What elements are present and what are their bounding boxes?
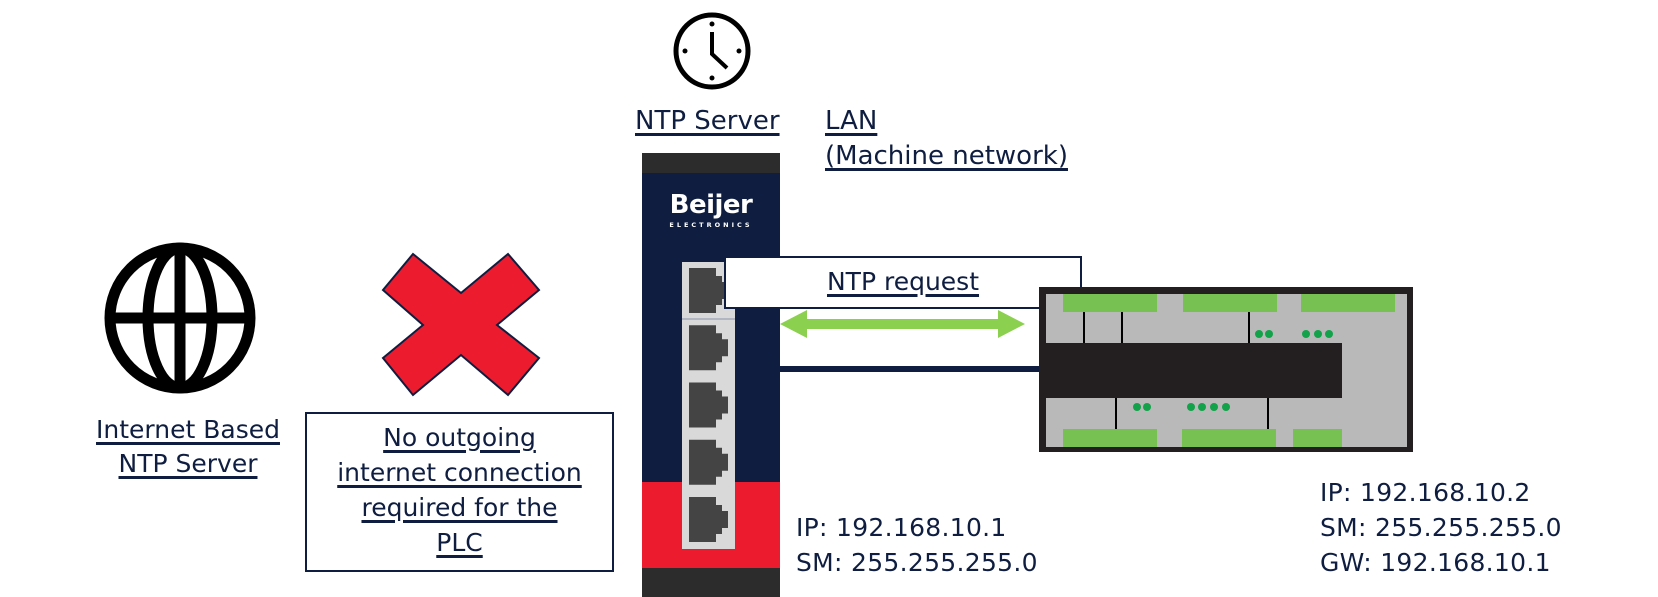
- globe-icon: [104, 242, 256, 394]
- plc-ip: IP: 192.168.10.2: [1320, 478, 1531, 507]
- network-switch: [642, 153, 780, 597]
- bidirectional-arrow-icon: [780, 310, 1025, 338]
- ntp-request-box: [724, 256, 1082, 309]
- plc-terminal-bottom-3: [1293, 429, 1342, 447]
- plc-subnet-mask: SM: 255.255.255.0: [1320, 513, 1562, 542]
- clock-icon: [673, 12, 751, 90]
- switch-subnet-mask: SM: 255.255.255.0: [796, 548, 1038, 577]
- plc-terminal-top-2: [1183, 294, 1277, 312]
- ethernet-port-3: [689, 382, 728, 428]
- plc-status-leds: [1133, 330, 1333, 411]
- plc-terminal-bottom-2: [1182, 429, 1276, 447]
- brand-name: Beijer: [669, 190, 753, 220]
- plc-device: [1039, 287, 1413, 452]
- no-internet-note-box: [305, 412, 614, 572]
- red-x-icon: [381, 252, 541, 397]
- ethernet-port-2: [689, 325, 728, 371]
- internet-ntp-line-2: NTP Server: [118, 449, 258, 478]
- internet-ntp-line-1: Internet Based: [96, 415, 280, 444]
- lan-line-2: (Machine network): [825, 141, 1068, 171]
- ethernet-ports: [689, 268, 728, 542]
- no-internet-note: No outgoing internet connection required…: [306, 420, 613, 560]
- note-line-1: No outgoing: [383, 423, 536, 452]
- note-line-2: internet connection: [337, 458, 582, 487]
- ethernet-port-5: [689, 497, 728, 542]
- ntp-server-label: NTP Server: [635, 106, 780, 136]
- internet-ntp-server-label: Internet Based NTP Server: [78, 413, 298, 481]
- switch-ip-config: IP: 192.168.10.1 SM: 255.255.255.0: [796, 510, 1038, 580]
- ethernet-cable-line: [780, 366, 1040, 372]
- ntp-request-label: NTP request: [826, 267, 980, 296]
- switch-ip: IP: 192.168.10.1: [796, 513, 1007, 542]
- plc-ip-config: IP: 192.168.10.2 SM: 255.255.255.0 GW: 1…: [1320, 475, 1562, 580]
- lan-line-1: LAN: [825, 106, 878, 136]
- plc-terminal-bottom-1: [1063, 429, 1157, 447]
- plc-terminal-top-1: [1063, 294, 1157, 312]
- lan-label: LAN (Machine network): [825, 104, 1068, 174]
- ethernet-port-4: [689, 439, 728, 485]
- plc-terminal-top-3: [1301, 294, 1395, 312]
- plc-center-band: [1046, 343, 1342, 398]
- note-line-4: PLC: [436, 528, 483, 557]
- note-line-3: required for the: [361, 493, 558, 522]
- brand-subtitle: ELECTRONICS: [669, 221, 753, 229]
- ethernet-port-1: [689, 268, 728, 313]
- beijer-logo: Beijer ELECTRONICS: [642, 190, 780, 230]
- plc-gateway: GW: 192.168.10.1: [1320, 548, 1551, 577]
